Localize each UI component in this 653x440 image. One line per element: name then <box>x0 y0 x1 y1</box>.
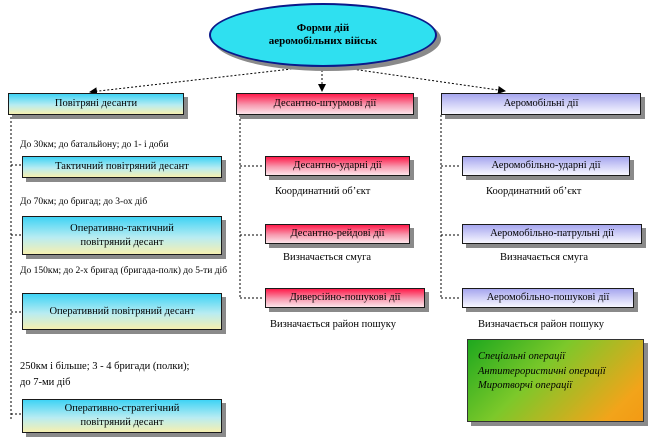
right-note-2: Визначається смуга <box>500 252 589 263</box>
right-note-1: Координатний об’єкт <box>486 186 582 197</box>
operational-landing-box: Оперативний повітряний десант <box>22 293 222 330</box>
header-airmobile: Аеромобільні дії <box>441 93 641 115</box>
special-op-3: Миротворчі операції <box>478 380 573 392</box>
assault-strike-box: Десантно-ударні дії <box>265 156 410 176</box>
special-op-2: Антитерористичні операції <box>478 365 606 377</box>
middle-note-2: Визначається смуга <box>283 252 372 263</box>
special-operations-box: Спеціальні операції Антитерористичні опе… <box>467 339 644 422</box>
right-note-3: Визначається район пошуку <box>478 319 604 330</box>
middle-note-1: Координатний об’єкт <box>275 186 371 197</box>
operational-strategic-landing-box: Оперативно-стратегічний повітряний десан… <box>22 399 222 433</box>
title-ellipse: Форми дій аеромобільних військ <box>209 3 437 67</box>
assault-raid-box: Десантно-рейдові дії <box>265 224 410 244</box>
operational-tactical-landing-box: Оперативно-тактичний повітряний десант <box>22 216 222 255</box>
left-note-4: 250км і більше; 3 - 4 бригади (полки); д… <box>20 361 190 388</box>
left-note-3: До 150км; до 2-х бригад (бригада-полк) д… <box>20 266 228 276</box>
left-note-1: До 30км; до батальйону; до 1- і доби <box>20 140 169 150</box>
diagram-title: Форми дій аеромобільних військ <box>268 21 378 47</box>
airmobile-patrol-box: Аеромобільно-патрульні дії <box>462 224 642 244</box>
middle-note-3: Визначається район пошуку <box>270 319 396 330</box>
tactical-landing-box: Тактичний повітряний десант <box>22 156 222 178</box>
header-airborne-landings: Повітряні десанти <box>8 93 184 115</box>
left-note-2: До 70км; до бригад; до 3-ох діб <box>20 197 148 207</box>
airmobile-search-box: Аеромобільно-пошукові дії <box>462 288 634 308</box>
airmobile-strike-box: Аеромобільно-ударні дії <box>462 156 630 176</box>
sabotage-search-box: Диверсійно-пошукові дії <box>265 288 425 308</box>
header-air-assault: Десантно-штурмові дії <box>236 93 414 115</box>
special-op-1: Спеціальні операції <box>478 351 566 362</box>
